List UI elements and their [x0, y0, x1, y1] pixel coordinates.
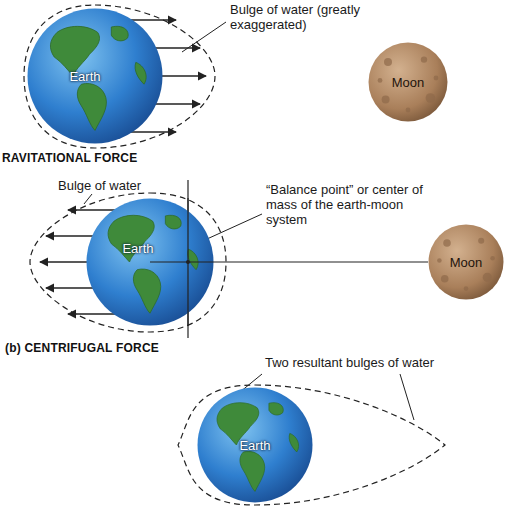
- section-heading: RAVITATIONAL FORCE: [2, 151, 137, 165]
- label-box: RAVITATIONAL FORCE: [2, 151, 222, 166]
- callout-label: “Balance point” or center of mass of the…: [266, 182, 423, 227]
- water-bulge: [178, 385, 445, 505]
- leader-line: [182, 22, 226, 52]
- water-bulge: [30, 193, 226, 332]
- label-box: (b) CENTRIFUGAL FORCE: [5, 341, 245, 356]
- moon-globe: Moon: [368, 42, 448, 122]
- leader-line: [84, 194, 92, 204]
- planet-name: Earth: [239, 438, 270, 453]
- moon-globe: Moon: [428, 224, 504, 300]
- callout-label: Two resultant bulges of water: [265, 355, 434, 370]
- moon-name: Moon: [392, 75, 425, 90]
- label-box: Two resultant bulges of water: [265, 355, 485, 370]
- axis-line: [187, 180, 188, 338]
- callout-label: Bulge of water (greatly exaggerated): [230, 2, 360, 32]
- earth-globe: Earth: [86, 198, 214, 326]
- label-box: Bulge of water: [58, 178, 178, 193]
- moon-name: Moon: [450, 255, 483, 270]
- planet-name: Earth: [122, 241, 153, 256]
- leader-line: [400, 374, 414, 420]
- planet-name: Earth: [69, 69, 100, 84]
- callout-label: Bulge of water: [58, 178, 141, 193]
- balance-point: [186, 260, 190, 264]
- water-bulge: [24, 5, 215, 148]
- label-box: Bulge of water (greatly exaggerated): [230, 2, 380, 32]
- section-heading: (b) CENTRIFUGAL FORCE: [5, 341, 159, 355]
- label-box: “Balance point” or center of mass of the…: [266, 182, 431, 227]
- center-line: [150, 261, 214, 262]
- earth-globe: Earth: [27, 8, 163, 144]
- connector-line: [214, 261, 428, 262]
- earth-picture: [86, 198, 214, 326]
- earth-globe: Earth: [197, 387, 313, 503]
